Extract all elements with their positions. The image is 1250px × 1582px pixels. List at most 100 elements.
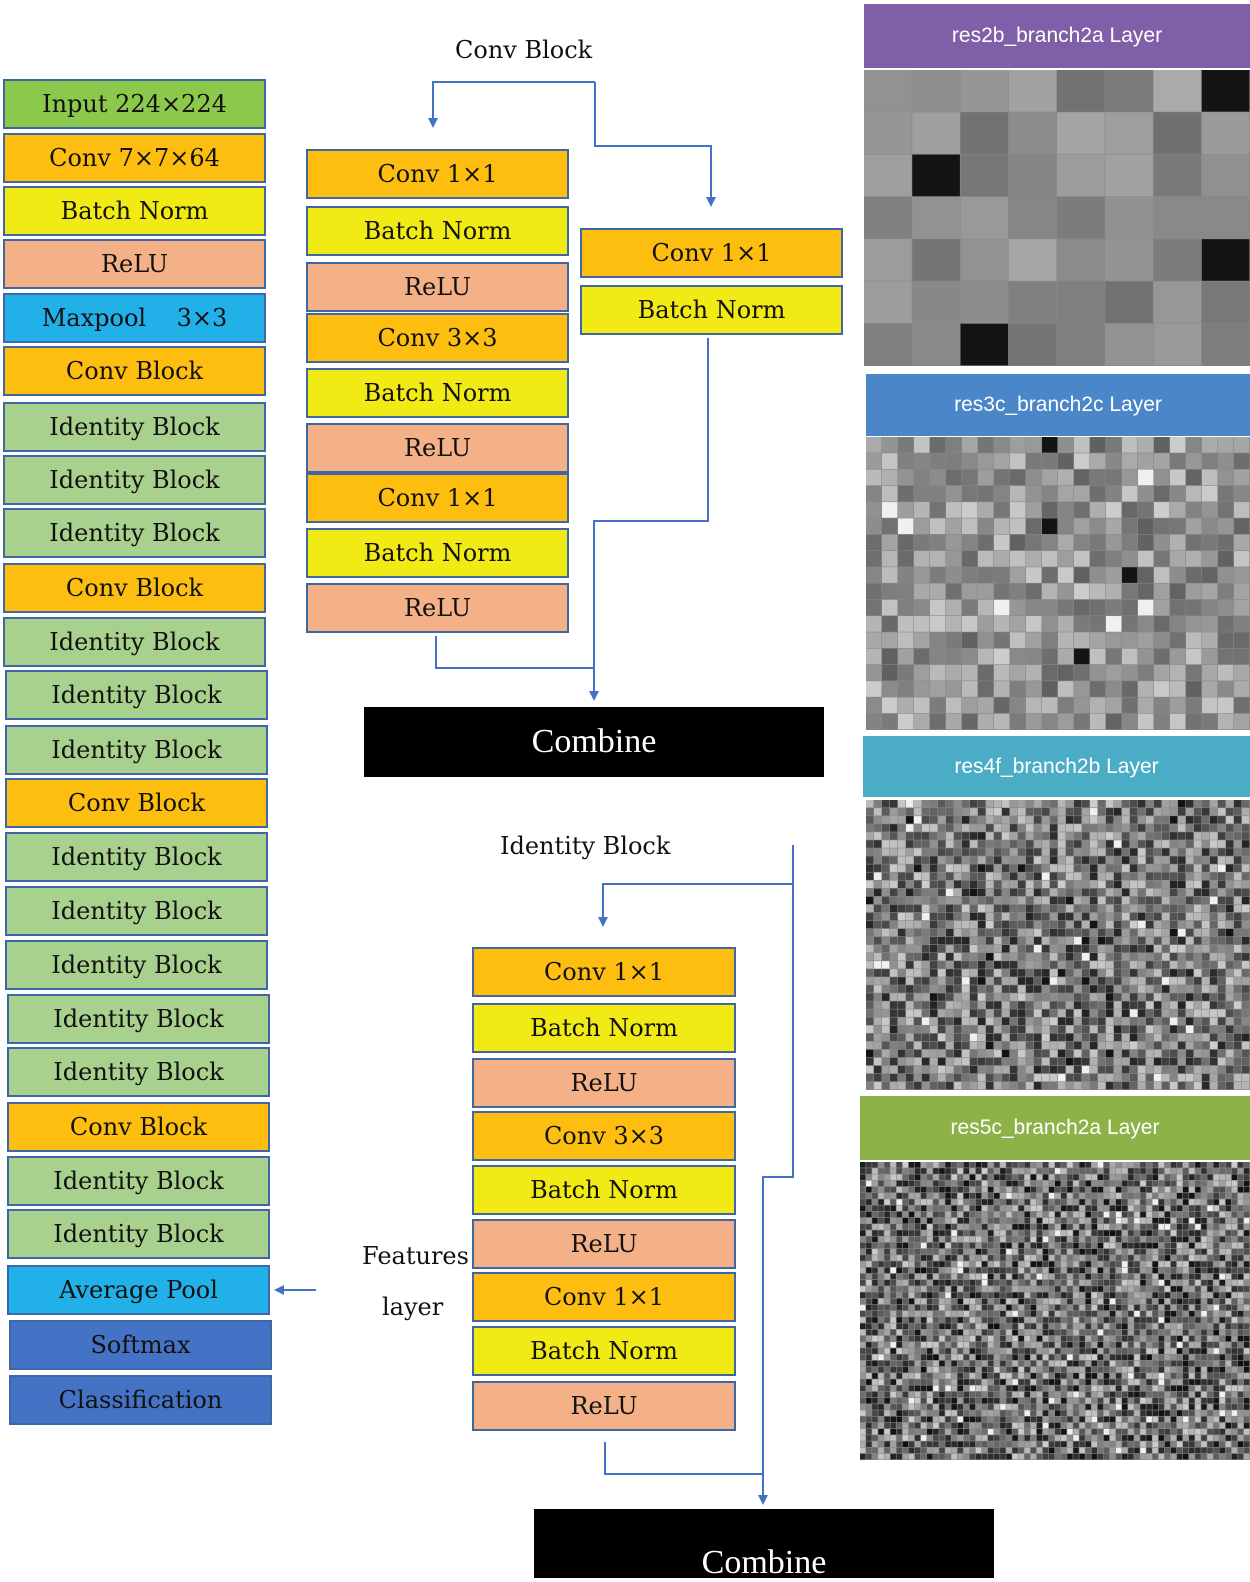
layer-identity-block: Identity Block <box>7 994 270 1044</box>
identity-block-combine: Combine <box>534 1509 994 1578</box>
conv-block-conv-3-3-label: Conv 3×3 <box>377 324 497 352</box>
layer-conv-block-label: Conv Block <box>66 357 203 385</box>
layer-identity-block-label: Identity Block <box>53 1005 223 1033</box>
identity-block-relu: ReLU <box>472 1058 736 1108</box>
layer-batch-norm-label: Batch Norm <box>61 197 209 225</box>
layer-conv-block: Conv Block <box>3 563 266 613</box>
layer-maxpool-3-3-label: Maxpool 3×3 <box>42 304 228 332</box>
layer-identity-block: Identity Block <box>5 886 268 936</box>
conv-block-conv-1-1-label: Conv 1×1 <box>377 160 497 188</box>
conv-block-batch-norm-label: Batch Norm <box>364 539 512 567</box>
conv-block-input-arrow-main <box>433 82 595 126</box>
conv-shortcut-batch-norm-label: Batch Norm <box>638 296 786 324</box>
conv-block-conv-1-1: Conv 1×1 <box>306 473 569 523</box>
conv-block-batch-norm-label: Batch Norm <box>364 379 512 407</box>
conv-block-relu-label: ReLU <box>404 434 471 462</box>
conv-block-relu: ReLU <box>306 423 569 473</box>
layer-identity-block: Identity Block <box>7 1047 270 1097</box>
layer-identity-block-label: Identity Block <box>49 628 219 656</box>
feature-map-image-res2b <box>864 70 1250 366</box>
layer-identity-block: Identity Block <box>3 508 266 558</box>
layer-identity-block-label: Identity Block <box>53 1220 223 1248</box>
identity-block-conv-1-1-label: Conv 1×1 <box>544 958 664 986</box>
identity-block-conv-1-1: Conv 1×1 <box>472 1272 736 1322</box>
feature-map-image-res5c <box>860 1162 1250 1460</box>
conv-block-relu: ReLU <box>306 583 569 633</box>
layer-identity-block-label: Identity Block <box>51 736 221 764</box>
layer-classification-label: Classification <box>59 1386 223 1414</box>
layer-identity-block-label: Identity Block <box>49 413 219 441</box>
conv-block-input-arrow-shortcut <box>595 82 711 205</box>
identity-block-batch-norm-label: Batch Norm <box>530 1014 678 1042</box>
conv-block-shortcut-to-combine <box>594 338 708 699</box>
layer-conv-block-label: Conv Block <box>66 574 203 602</box>
feature-map-image-res3c <box>866 437 1250 730</box>
conv-block-main-to-combine <box>436 636 594 668</box>
layer-identity-block-label: Identity Block <box>53 1167 223 1195</box>
layer-relu-label: ReLU <box>101 250 168 278</box>
conv-shortcut-batch-norm: Batch Norm <box>580 285 843 335</box>
layer-identity-block-label: Identity Block <box>51 897 221 925</box>
identity-block-title: Identity Block <box>500 832 670 860</box>
identity-block-relu-label: ReLU <box>570 1230 637 1258</box>
conv-block-conv-1-1-label: Conv 1×1 <box>377 484 497 512</box>
layer-identity-block: Identity Block <box>3 617 266 667</box>
feature-map-header-res4f: res4f_branch2b Layer <box>863 736 1250 797</box>
layer-conv-block: Conv Block <box>5 778 268 828</box>
layer-softmax: Softmax <box>9 1320 272 1370</box>
layer-average-pool: Average Pool <box>7 1265 270 1315</box>
conv-block-relu: ReLU <box>306 262 569 312</box>
identity-block-relu: ReLU <box>472 1219 736 1269</box>
layer-identity-block: Identity Block <box>7 1156 270 1206</box>
identity-block-conv-3-3-label: Conv 3×3 <box>544 1122 664 1150</box>
layer-identity-block: Identity Block <box>3 402 266 452</box>
layer-identity-block-label: Identity Block <box>51 843 221 871</box>
layer-identity-block-label: Identity Block <box>51 681 221 709</box>
layer-input-224-224-label: Input 224×224 <box>42 90 227 118</box>
layer-identity-block: Identity Block <box>3 455 266 505</box>
layer-maxpool-3-3: Maxpool 3×3 <box>3 293 266 343</box>
conv-block-batch-norm-label: Batch Norm <box>364 217 512 245</box>
identity-block-batch-norm: Batch Norm <box>472 1326 736 1376</box>
layer-identity-block-label: Identity Block <box>49 519 219 547</box>
identity-block-batch-norm-label: Batch Norm <box>530 1176 678 1204</box>
layer-conv-block-label: Conv Block <box>70 1113 207 1141</box>
layer-conv-block-label: Conv Block <box>68 789 205 817</box>
layer-identity-block: Identity Block <box>5 832 268 882</box>
layer-conv-7-7-64-label: Conv 7×7×64 <box>49 144 220 172</box>
conv-block-batch-norm: Batch Norm <box>306 528 569 578</box>
conv-shortcut-conv-1-1-label: Conv 1×1 <box>651 239 771 267</box>
feature-map-image-res4f <box>866 800 1250 1090</box>
identity-block-relu: ReLU <box>472 1381 736 1431</box>
conv-block-combine: Combine <box>364 707 824 777</box>
identity-block-conv-3-3: Conv 3×3 <box>472 1111 736 1161</box>
identity-block-main-to-combine <box>605 1442 763 1474</box>
conv-shortcut-conv-1-1: Conv 1×1 <box>580 228 843 278</box>
conv-block-batch-norm: Batch Norm <box>306 206 569 256</box>
identity-block-conv-1-1-label: Conv 1×1 <box>544 1283 664 1311</box>
identity-block-relu-label: ReLU <box>570 1392 637 1420</box>
conv-block-conv-3-3: Conv 3×3 <box>306 313 569 363</box>
conv-block-relu-label: ReLU <box>404 273 471 301</box>
layer-identity-block-label: Identity Block <box>49 466 219 494</box>
identity-block-input-arrow <box>603 884 793 925</box>
features-label-line2: layer <box>382 1293 443 1321</box>
layer-input-224-224: Input 224×224 <box>3 79 266 129</box>
identity-block-skip-line <box>763 845 793 1503</box>
features-label-line1: Features <box>362 1242 469 1270</box>
layer-relu: ReLU <box>3 239 266 289</box>
feature-map-header-res3c: res3c_branch2c Layer <box>866 374 1250 436</box>
identity-block-batch-norm: Batch Norm <box>472 1165 736 1215</box>
feature-map-header-res2b: res2b_branch2a Layer <box>864 4 1250 68</box>
identity-block-conv-1-1: Conv 1×1 <box>472 947 736 997</box>
conv-block-batch-norm: Batch Norm <box>306 368 569 418</box>
layer-classification: Classification <box>9 1375 272 1425</box>
layer-conv-block: Conv Block <box>7 1102 270 1152</box>
feature-map-header-res5c: res5c_branch2a Layer <box>860 1096 1250 1160</box>
layer-identity-block: Identity Block <box>5 725 268 775</box>
identity-block-relu-label: ReLU <box>570 1069 637 1097</box>
layer-conv-7-7-64: Conv 7×7×64 <box>3 133 266 183</box>
layer-conv-block: Conv Block <box>3 346 266 396</box>
identity-block-combine-label: Combine <box>702 1544 827 1582</box>
identity-block-batch-norm-label: Batch Norm <box>530 1337 678 1365</box>
